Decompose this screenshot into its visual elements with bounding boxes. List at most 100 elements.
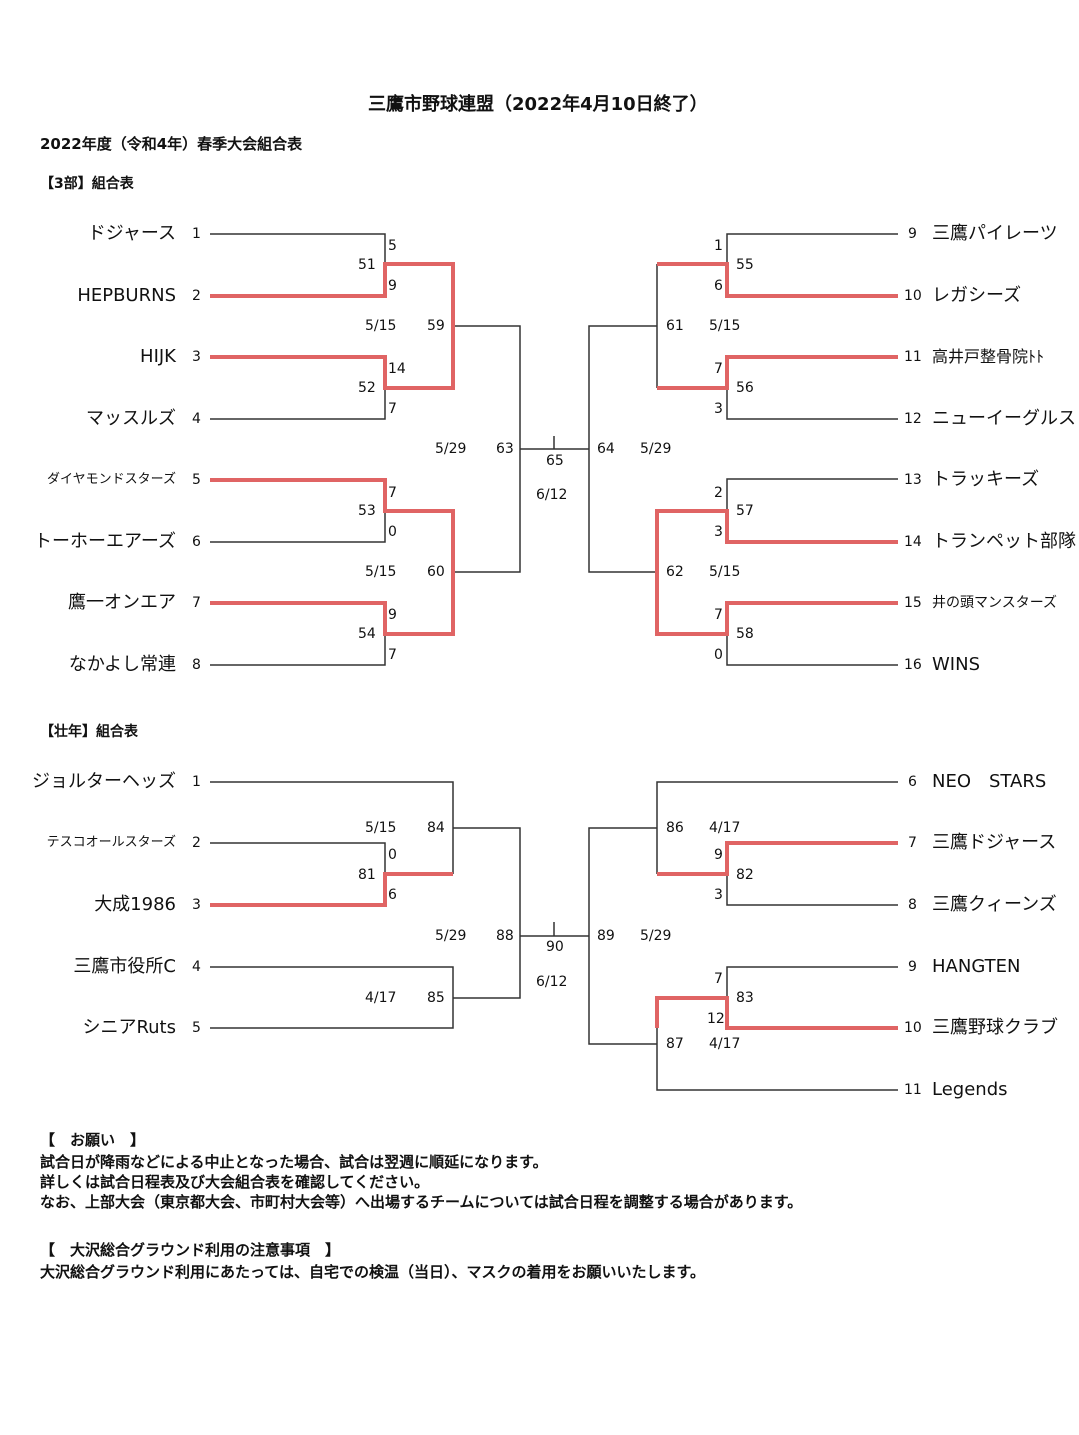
score: 2 bbox=[714, 485, 723, 501]
team-name: HIJK bbox=[140, 346, 176, 367]
page-title: 三鷹市野球連盟（2022年4月10日終了） bbox=[368, 94, 708, 115]
game-date: 4/17 bbox=[709, 1036, 741, 1052]
game-number: 53 bbox=[358, 503, 376, 519]
team-name: 三鷹パイレーツ bbox=[932, 223, 1058, 244]
seed-number: 1 bbox=[192, 774, 201, 790]
game-number: 58 bbox=[736, 626, 754, 642]
score: 7 bbox=[714, 361, 723, 377]
seed-number: 9 bbox=[908, 959, 917, 975]
team-name: Legends bbox=[932, 1079, 1008, 1100]
team-name: 大成1986 bbox=[94, 894, 176, 915]
game-number: 57 bbox=[736, 503, 754, 519]
senior-label: 【壮年】組合表 bbox=[40, 724, 138, 740]
score: 6 bbox=[714, 278, 723, 294]
team-name: HEPBURNS bbox=[77, 285, 176, 306]
game-number: 64 bbox=[597, 441, 615, 457]
game-number: 52 bbox=[358, 380, 376, 396]
game-number: 51 bbox=[358, 257, 376, 273]
team-name: 高井戸整骨院ﾄﾄ bbox=[932, 347, 1045, 366]
game-date: 5/15 bbox=[365, 820, 397, 836]
score: 9 bbox=[714, 847, 723, 863]
team-name: 井の頭マンスターズ bbox=[932, 595, 1058, 611]
seed-number: 14 bbox=[904, 534, 922, 550]
request-heading: 【 お願い 】 bbox=[40, 1131, 146, 1149]
game-date: 4/17 bbox=[365, 990, 397, 1006]
seed-number: 4 bbox=[192, 959, 201, 975]
seed-number: 13 bbox=[904, 472, 922, 488]
seed-number: 8 bbox=[192, 657, 201, 673]
seed-number: 7 bbox=[908, 835, 917, 851]
team-name: 三鷹野球クラブ bbox=[932, 1017, 1058, 1038]
team-name: 鷹一オンエア bbox=[68, 592, 176, 613]
score: 7 bbox=[714, 971, 723, 987]
game-number: 60 bbox=[427, 564, 445, 580]
ground-line: 大沢総合グラウンド利用にあたっては、自宅での検温（当日）、マスクの着用をお願いい… bbox=[40, 1263, 705, 1281]
game-number: 87 bbox=[666, 1036, 684, 1052]
seed-number: 11 bbox=[904, 349, 922, 365]
team-name: 三鷹クィーンズ bbox=[932, 894, 1057, 915]
game-number: 83 bbox=[736, 990, 754, 1006]
score: 9 bbox=[388, 278, 397, 294]
game-number: 55 bbox=[736, 257, 754, 273]
game-date: 6/12 bbox=[536, 974, 568, 990]
game-date: 5/15 bbox=[365, 318, 397, 334]
team-name: ダイヤモンドスターズ bbox=[47, 472, 176, 487]
game-number: 61 bbox=[666, 318, 684, 334]
score: 3 bbox=[714, 401, 723, 417]
seed-number: 8 bbox=[908, 897, 917, 913]
bracket-winner-lines bbox=[210, 262, 898, 1030]
division3-label: 【3部】組合表 bbox=[40, 176, 134, 192]
score: 7 bbox=[388, 485, 397, 501]
game-number: 88 bbox=[496, 928, 514, 944]
bracket-black-lines bbox=[210, 233, 898, 1091]
request-line: なお、上部大会（東京都大会、市町村大会等）へ出場するチームについては試合日程を調… bbox=[40, 1193, 803, 1211]
game-number: 56 bbox=[736, 380, 754, 396]
seed-number: 4 bbox=[192, 411, 201, 427]
game-date: 5/15 bbox=[709, 318, 741, 334]
team-name: トラッキーズ bbox=[932, 469, 1040, 490]
team-name: レガシーズ bbox=[932, 285, 1022, 306]
game-number: 82 bbox=[736, 867, 754, 883]
seed-number: 15 bbox=[904, 595, 922, 611]
game-number: 59 bbox=[427, 318, 445, 334]
score: 1 bbox=[714, 238, 723, 254]
team-name: シニアRuts bbox=[82, 1017, 176, 1038]
score: 3 bbox=[714, 524, 723, 540]
seed-number: 10 bbox=[904, 1020, 922, 1036]
game-number: 65 bbox=[546, 453, 564, 469]
score: 7 bbox=[388, 401, 397, 417]
game-number: 54 bbox=[358, 626, 376, 642]
page-subtitle: 2022年度（令和4年）春季大会組合表 bbox=[40, 135, 303, 153]
score: 0 bbox=[388, 847, 397, 863]
request-line: 試合日が降雨などによる中止となった場合、試合は翌週に順延になります。 bbox=[40, 1153, 548, 1171]
team-name: HANGTEN bbox=[932, 956, 1021, 977]
score: 7 bbox=[388, 647, 397, 663]
seed-number: 6 bbox=[192, 534, 201, 550]
team-name: WINS bbox=[932, 654, 980, 675]
team-name: 三鷹市役所C bbox=[73, 956, 176, 977]
seed-number: 10 bbox=[904, 288, 922, 304]
team-name: トランペット部隊 bbox=[932, 531, 1076, 552]
score: 6 bbox=[388, 887, 397, 903]
seed-number: 3 bbox=[192, 349, 201, 365]
seed-number: 5 bbox=[192, 472, 201, 488]
game-date: 5/15 bbox=[709, 564, 741, 580]
game-number: 89 bbox=[597, 928, 615, 944]
seed-number: 11 bbox=[904, 1082, 922, 1098]
seed-number: 2 bbox=[192, 835, 201, 851]
seed-number: 2 bbox=[192, 288, 201, 304]
score: 0 bbox=[714, 647, 723, 663]
score: 0 bbox=[388, 524, 397, 540]
score: 9 bbox=[388, 607, 397, 623]
game-number: 63 bbox=[496, 441, 514, 457]
game-date: 5/15 bbox=[365, 564, 397, 580]
game-number: 90 bbox=[546, 939, 564, 955]
score: 12 bbox=[707, 1011, 725, 1027]
game-number: 85 bbox=[427, 990, 445, 1006]
seed-number: 9 bbox=[908, 226, 917, 242]
ground-heading: 【 大沢総合グラウンド利用の注意事項 】 bbox=[40, 1241, 341, 1259]
seed-number: 16 bbox=[904, 657, 922, 673]
seed-number: 5 bbox=[192, 1020, 201, 1036]
request-line: 詳しくは試合日程表及び大会組合表を確認してください。 bbox=[40, 1173, 430, 1191]
